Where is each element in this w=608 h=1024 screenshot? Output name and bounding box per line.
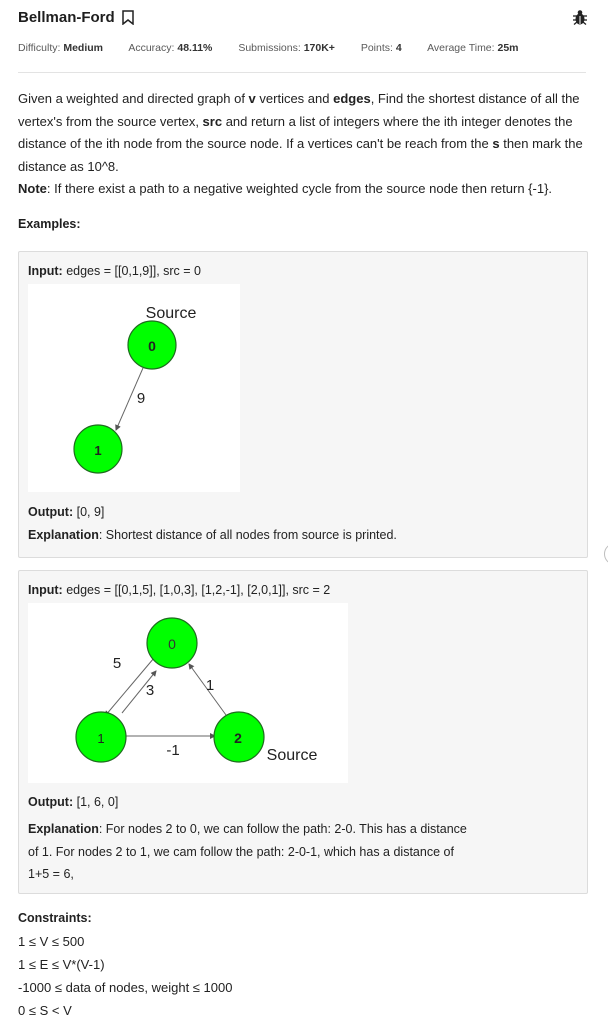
node-2-label: 2 — [234, 730, 242, 746]
edge-2-0 — [188, 663, 227, 716]
example-2-explanation: Explanation: For nodes 2 to 0, we can fo… — [28, 822, 467, 881]
edge-0-1 — [115, 367, 144, 431]
node-0-label: 0 — [168, 636, 176, 652]
node-0 — [146, 617, 198, 669]
example-2-graph: 0 1 2 5 3 1 -1 Source — [28, 603, 348, 783]
constraint-item: 1 ≤ V ≤ 500 — [18, 934, 85, 949]
node-1-label: 1 — [97, 731, 104, 746]
points: Points: 4 — [360, 42, 402, 54]
example-1: Input: edges = [[0,1,9]], src = 0 Source… — [18, 251, 588, 558]
title-bar: Bellman-Ford — [18, 8, 588, 32]
source-label: Source — [146, 305, 197, 322]
bug-report-icon[interactable] — [572, 8, 588, 31]
divider — [18, 72, 586, 73]
constraints: Constraints: 1 ≤ V ≤ 500 1 ≤ E ≤ V*(V-1)… — [18, 907, 232, 1022]
weight-3: 3 — [146, 682, 154, 699]
bookmark-icon[interactable] — [122, 10, 134, 30]
weight-5: 5 — [113, 655, 121, 672]
node-1-label: 1 — [94, 443, 101, 458]
edge-1-0 — [121, 670, 157, 714]
submissions: Submissions: 170K+ — [238, 42, 335, 54]
constraints-heading: Constraints: — [18, 911, 92, 925]
node-1 — [75, 711, 127, 763]
difficulty: Difficulty: Medium — [18, 42, 103, 54]
constraint-item: 0 ≤ S < V — [18, 1003, 72, 1018]
note-label: Note — [18, 181, 47, 196]
example-1-input: Input: edges = [[0,1,9]], src = 0 — [28, 264, 202, 278]
example-2-input: Input: edges = [[0,1,5], [1,0,3], [1,2,-… — [28, 583, 331, 597]
note-text: : If there exist a path to a negative we… — [46, 181, 553, 196]
example-2: Input: edges = [[0,1,5], [1,0,3], [1,2,-… — [18, 570, 588, 894]
source-label: Source — [267, 747, 318, 764]
examples-heading: Examples: — [18, 217, 81, 231]
example-2-output: Output: [1, 6, 0] — [28, 795, 119, 809]
example-1-graph: Source 0 1 9 — [28, 284, 240, 492]
weight-label: 9 — [137, 390, 145, 407]
scroll-handle[interactable] — [604, 543, 608, 565]
constraint-item: 1 ≤ E ≤ V*(V-1) — [18, 957, 105, 972]
average-time: Average Time: 25m — [427, 42, 519, 54]
weight-1: 1 — [206, 677, 214, 694]
problem-title: Bellman-Ford — [18, 9, 115, 26]
weight-neg1: -1 — [166, 742, 179, 759]
edge-0-1 — [104, 657, 155, 717]
example-1-explanation: Explanation: Shortest distance of all no… — [28, 528, 397, 542]
node-2 — [213, 711, 265, 763]
node-0-label: 0 — [148, 338, 156, 354]
accuracy: Accuracy: 48.11% — [128, 42, 213, 54]
example-1-output: Output: [0, 9] — [28, 505, 105, 519]
problem-description: Given a weighted and directed graph of v… — [18, 91, 583, 196]
problem-meta: Difficulty: Medium Accuracy: 48.11% Subm… — [18, 42, 542, 54]
constraint-item: -1000 ≤ data of nodes, weight ≤ 1000 — [18, 980, 233, 995]
node-0 — [127, 320, 177, 370]
node-1 — [73, 424, 123, 474]
